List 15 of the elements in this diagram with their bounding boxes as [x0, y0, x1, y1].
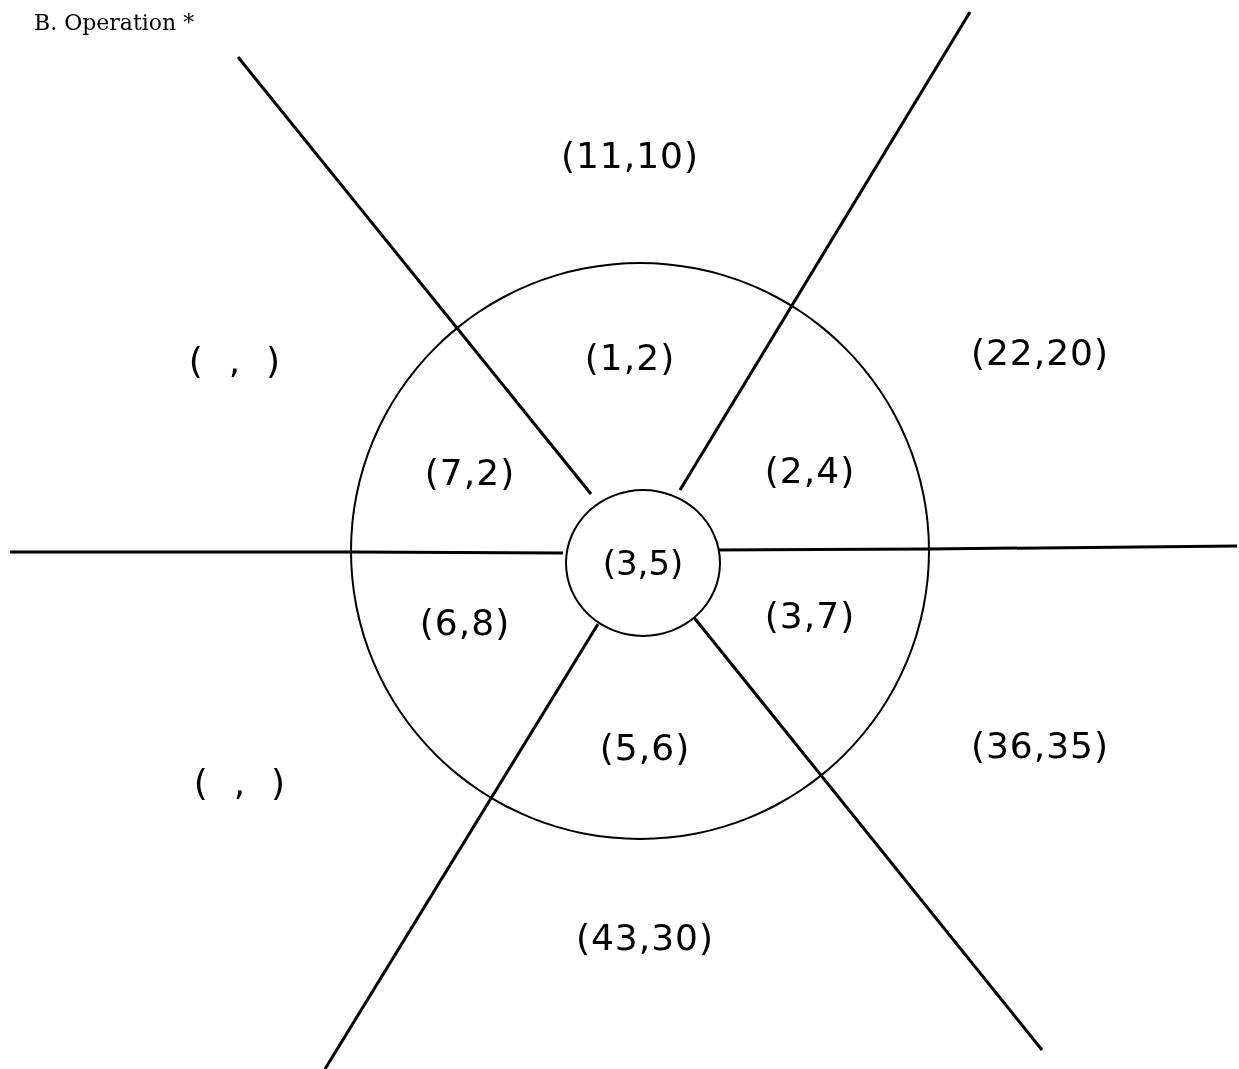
coordinate-pair: (6,8)	[419, 601, 511, 643]
coordinate-pair: (5,6)	[599, 726, 691, 768]
coordinate-pair: ( , )	[188, 339, 282, 381]
coordinate-pair: (1,2)	[584, 336, 676, 378]
outer-circle	[350, 262, 930, 840]
coordinate-pair: (22,20)	[970, 331, 1110, 373]
coordinate-pair: (3,5)	[602, 543, 684, 583]
coordinate-pair: (43,30)	[575, 916, 715, 958]
coordinate-pair: (36,35)	[970, 724, 1110, 766]
coordinate-pair: ( , )	[193, 761, 287, 803]
coordinate-pair: (7,2)	[424, 451, 516, 493]
coordinate-pair: (2,4)	[764, 449, 856, 491]
figure-title: B. Operation *	[34, 10, 195, 35]
coordinate-pair: (3,7)	[764, 594, 856, 636]
coordinate-pair: (11,10)	[560, 134, 700, 176]
